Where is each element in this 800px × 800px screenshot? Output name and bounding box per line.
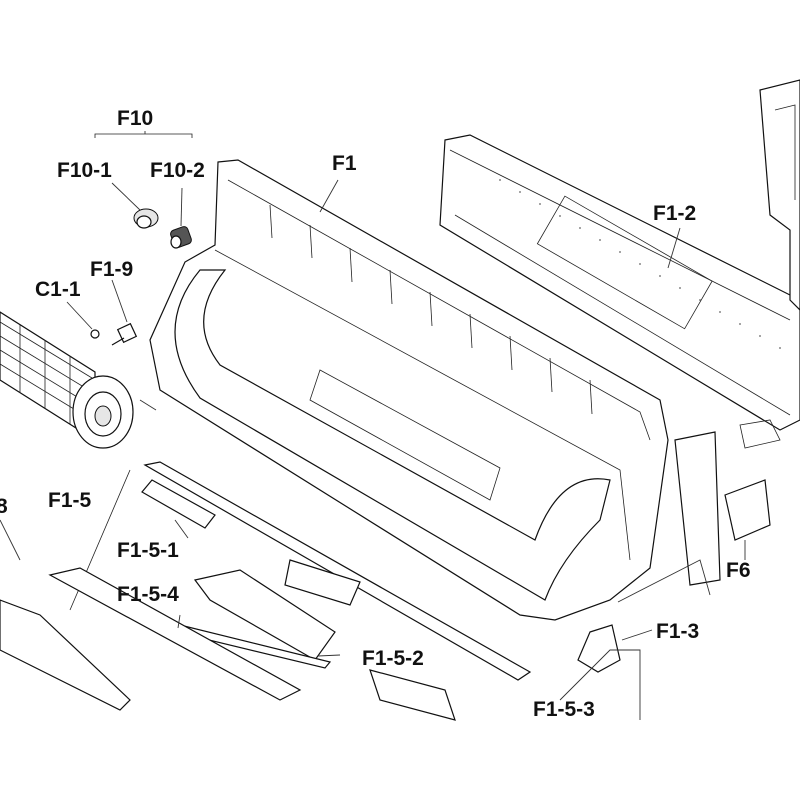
part-fan bbox=[0, 311, 134, 449]
part-wall-bracket bbox=[759, 79, 800, 311]
label-f1-9: F1-9 bbox=[90, 258, 133, 281]
part-f10-2 bbox=[170, 187, 192, 249]
f10-bracket bbox=[94, 131, 193, 138]
part-f1-9 bbox=[111, 279, 138, 346]
label-f10-1: F10-1 bbox=[57, 159, 112, 182]
part-f1-housing bbox=[149, 159, 669, 621]
part-f1-3 bbox=[577, 624, 653, 673]
part-f6 bbox=[674, 419, 781, 586]
label-f10-2: F10-2 bbox=[150, 159, 205, 182]
label-c1-1: C1-1 bbox=[35, 278, 81, 301]
label-f1-5-1: F1-5-1 bbox=[117, 539, 179, 562]
label-f1-5: F1-5 bbox=[48, 489, 92, 512]
leader-lines bbox=[0, 399, 711, 720]
label-f1-5-4: F1-5-4 bbox=[117, 583, 179, 606]
label-f1-5-3-partial: F1-5-3 bbox=[533, 698, 595, 721]
label-edge-8-partial: 8 bbox=[0, 495, 8, 518]
part-f1-2-grille bbox=[439, 134, 800, 431]
label-f1-3: F1-3 bbox=[656, 620, 699, 643]
label-f6: F6 bbox=[726, 559, 751, 582]
label-f1-2: F1-2 bbox=[653, 202, 696, 225]
label-f1-5-2: F1-5-2 bbox=[362, 647, 424, 670]
part-c1-1 bbox=[66, 301, 100, 339]
part-f1-5-group bbox=[0, 461, 532, 721]
label-f1: F1 bbox=[332, 152, 357, 175]
label-f10: F10 bbox=[117, 107, 153, 130]
part-f10-1 bbox=[111, 182, 159, 229]
